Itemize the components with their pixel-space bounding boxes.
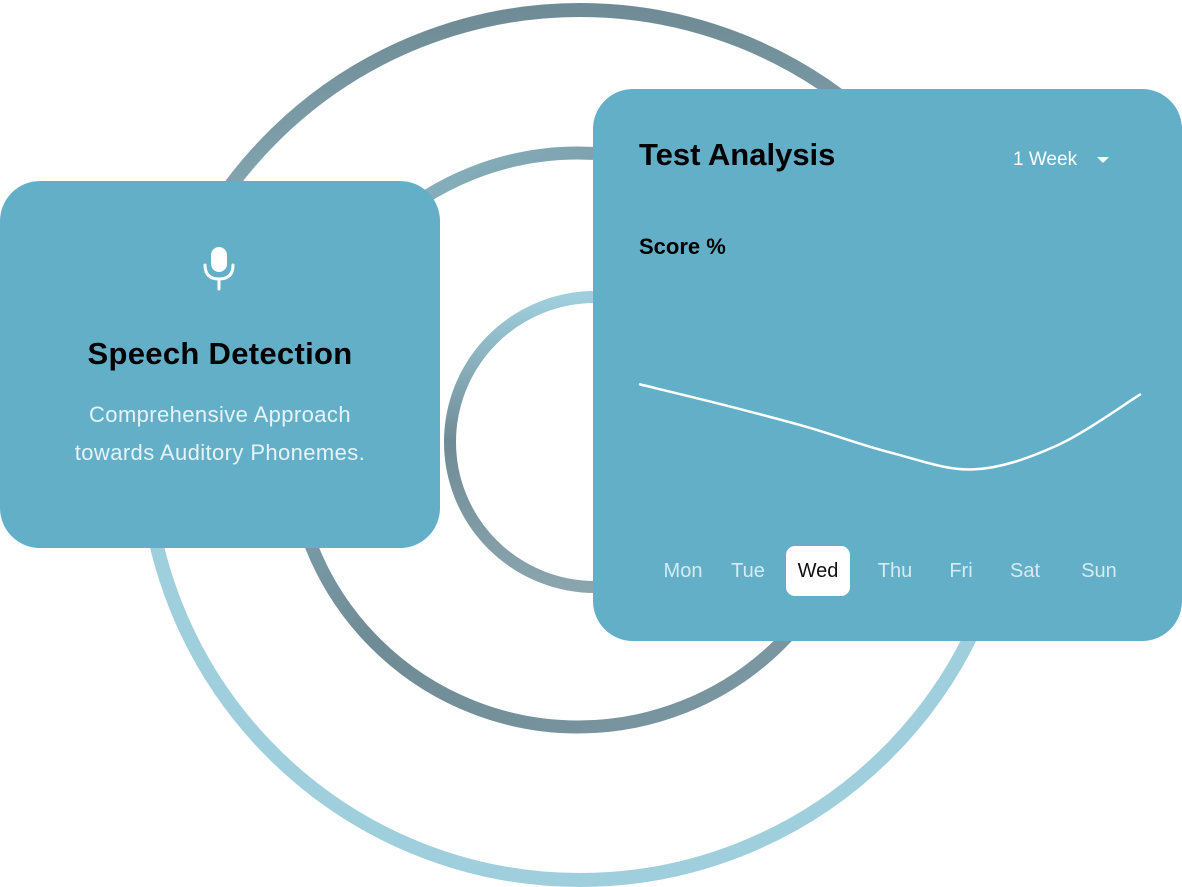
speech-detection-description: Comprehensive Approach towards Auditory … (0, 396, 440, 472)
test-analysis-title: Test Analysis (639, 137, 836, 172)
microphone-icon (203, 247, 235, 291)
speech-detection-card (0, 181, 440, 548)
range-dropdown-label: 1 Week (1013, 149, 1078, 170)
day-tab-thu[interactable]: Thu (877, 560, 913, 582)
day-tab-sat[interactable]: Sat (1009, 560, 1041, 582)
caret-down-icon (1097, 157, 1110, 163)
description-line-2: towards Auditory Phonemes. (74, 440, 366, 465)
day-tab-wed[interactable]: Wed (786, 546, 850, 596)
day-tab-sun[interactable]: Sun (1081, 560, 1117, 582)
score-series-line (638, 383, 1142, 471)
speech-detection-title: Speech Detection (87, 336, 353, 371)
score-line-chart (638, 383, 1142, 471)
description-line-1: Comprehensive Approach (89, 402, 351, 427)
score-axis-label: Score % (639, 234, 726, 259)
range-dropdown[interactable]: 1 Week (1013, 146, 1123, 174)
day-tab-mon[interactable]: Mon (663, 560, 703, 582)
day-tab-fri[interactable]: Fri (949, 560, 973, 582)
day-selector: Mon Tue Wed Thu Fri Sat Sun (652, 546, 1132, 596)
day-tab-tue[interactable]: Tue (731, 560, 765, 582)
test-analysis-card (593, 89, 1182, 641)
